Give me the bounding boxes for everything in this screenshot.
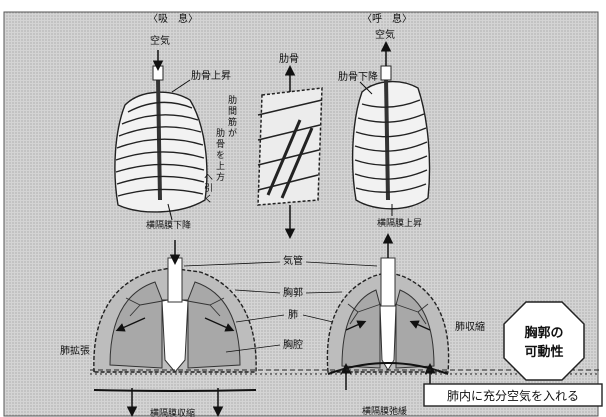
label-trachea: 気管 — [283, 254, 303, 267]
intercostal-char-9: へ — [204, 173, 213, 183]
label-diaphragm-relax: 横隔膜弛緩 — [362, 405, 407, 417]
label-air-left: 空気 — [150, 34, 170, 47]
label-lung-contract: 肺収縮 — [455, 320, 485, 333]
label-rib-center: 肋骨 — [279, 52, 299, 65]
label-cavity: 胸腔 — [283, 338, 303, 351]
intercostal-char-11: く — [204, 195, 213, 205]
diaphragm-inhale — [94, 390, 256, 391]
rib-section-center — [258, 88, 322, 205]
intercostal-char-8: 方 — [216, 171, 225, 183]
trachea-bottom-right — [381, 258, 395, 306]
badge-line-2: 可動性 — [524, 344, 563, 360]
mobility-badge: 胸郭の 可動性 — [504, 302, 584, 380]
intercostal-char-2: 筋 — [228, 116, 237, 128]
label-rib-up: 肋骨上昇 — [191, 69, 231, 82]
callout-text: 肺内に充分空気を入れる — [447, 388, 579, 403]
heading-exhale: 〈呼 息〉 — [362, 12, 412, 25]
label-diaphragm-down: 横隔膜下降 — [146, 219, 191, 231]
intercostal-char-3: が — [228, 127, 237, 139]
badge-line-1: 胸郭の — [524, 325, 563, 341]
intercostal-char-5: 骨 — [216, 139, 225, 150]
trachea-top-left — [153, 66, 163, 80]
label-diaphragm-up: 横隔膜上昇 — [377, 217, 422, 229]
label-rib-down: 肋骨下降 — [338, 70, 378, 83]
label-lung-expand: 肺拡張 — [60, 344, 90, 357]
callout-box: 肺内に充分空気を入れる — [424, 384, 602, 406]
intercostal-char-6: を — [216, 150, 225, 161]
intercostal-char-10: 引 — [204, 183, 213, 194]
label-thorax: 胸郭 — [283, 286, 303, 299]
mediastinum-exhale — [380, 305, 396, 370]
label-lung: 肺 — [288, 309, 298, 321]
label-air-right: 空気 — [375, 28, 395, 41]
intercostal-char-4: 肋 — [216, 128, 225, 139]
intercostal-char-1: 間 — [228, 106, 237, 117]
mediastinum-inhale — [162, 300, 188, 372]
heading-inhale: 〈吸 息〉 — [148, 12, 198, 25]
trachea-top-right — [381, 66, 391, 80]
label-diaphragm-contract: 横隔膜収縮 — [150, 407, 195, 417]
trachea-bottom-left — [168, 258, 182, 302]
intercostal-char-0: 肋 — [228, 95, 237, 106]
ribcage-exhale — [353, 78, 430, 209]
intercostal-char-7: 上 — [216, 161, 225, 172]
